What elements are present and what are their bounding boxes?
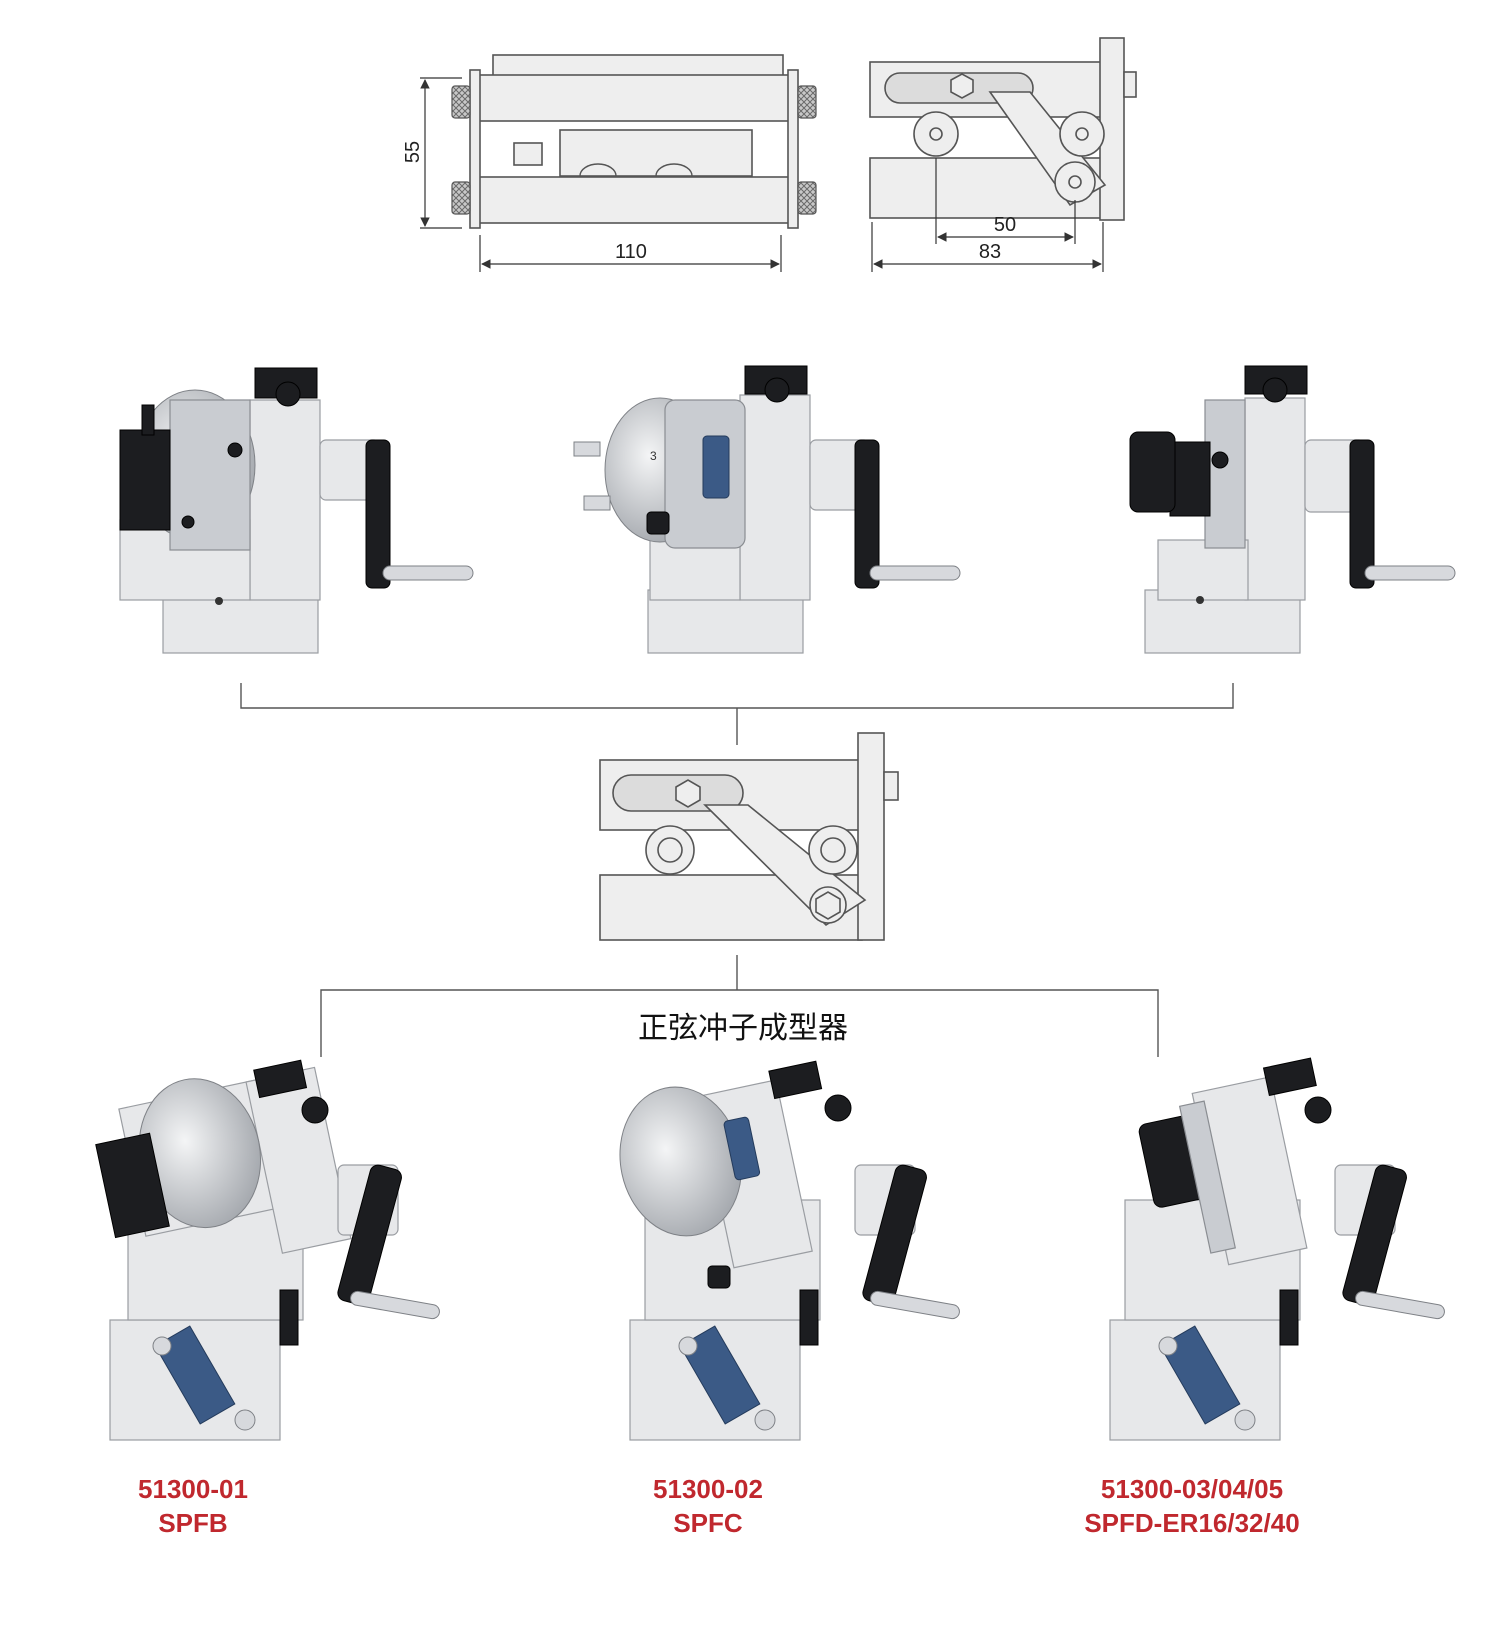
- connector-bottom: [320, 955, 1159, 1057]
- side-view-drawing: 50 83: [869, 37, 1137, 272]
- product-code-3: 51300-03/04/05: [1101, 1474, 1283, 1504]
- machine-spfd-front: [1129, 365, 1456, 654]
- product-code-2: 51300-02: [653, 1474, 763, 1504]
- machine-spfd-tilted: [1109, 1057, 1445, 1441]
- dimension-83-label: 83: [979, 241, 1001, 263]
- connector-top: [240, 683, 1234, 745]
- svg-text:3: 3: [650, 449, 657, 463]
- machine-spfc-tilted: [619, 1060, 960, 1441]
- machine-spfc-front: 3: [573, 365, 961, 654]
- product-title: 正弦冲子成型器: [638, 1011, 848, 1046]
- machine-spfb-front: [119, 367, 474, 654]
- product-model-2: SPFC: [673, 1508, 743, 1538]
- product-model-1: SPFB: [158, 1508, 227, 1538]
- front-view-drawing: 55 110: [402, 54, 817, 272]
- product-model-3: SPFD-ER16/32/40: [1084, 1508, 1299, 1538]
- dimension-55-label: 55: [402, 141, 424, 163]
- product-code-1: 51300-01: [138, 1474, 248, 1504]
- dimension-110-label: 110: [615, 241, 647, 263]
- sine-mechanism-drawing: [599, 732, 899, 941]
- machine-spfb-tilted: [95, 1059, 440, 1441]
- dimension-50-label: 50: [994, 214, 1016, 236]
